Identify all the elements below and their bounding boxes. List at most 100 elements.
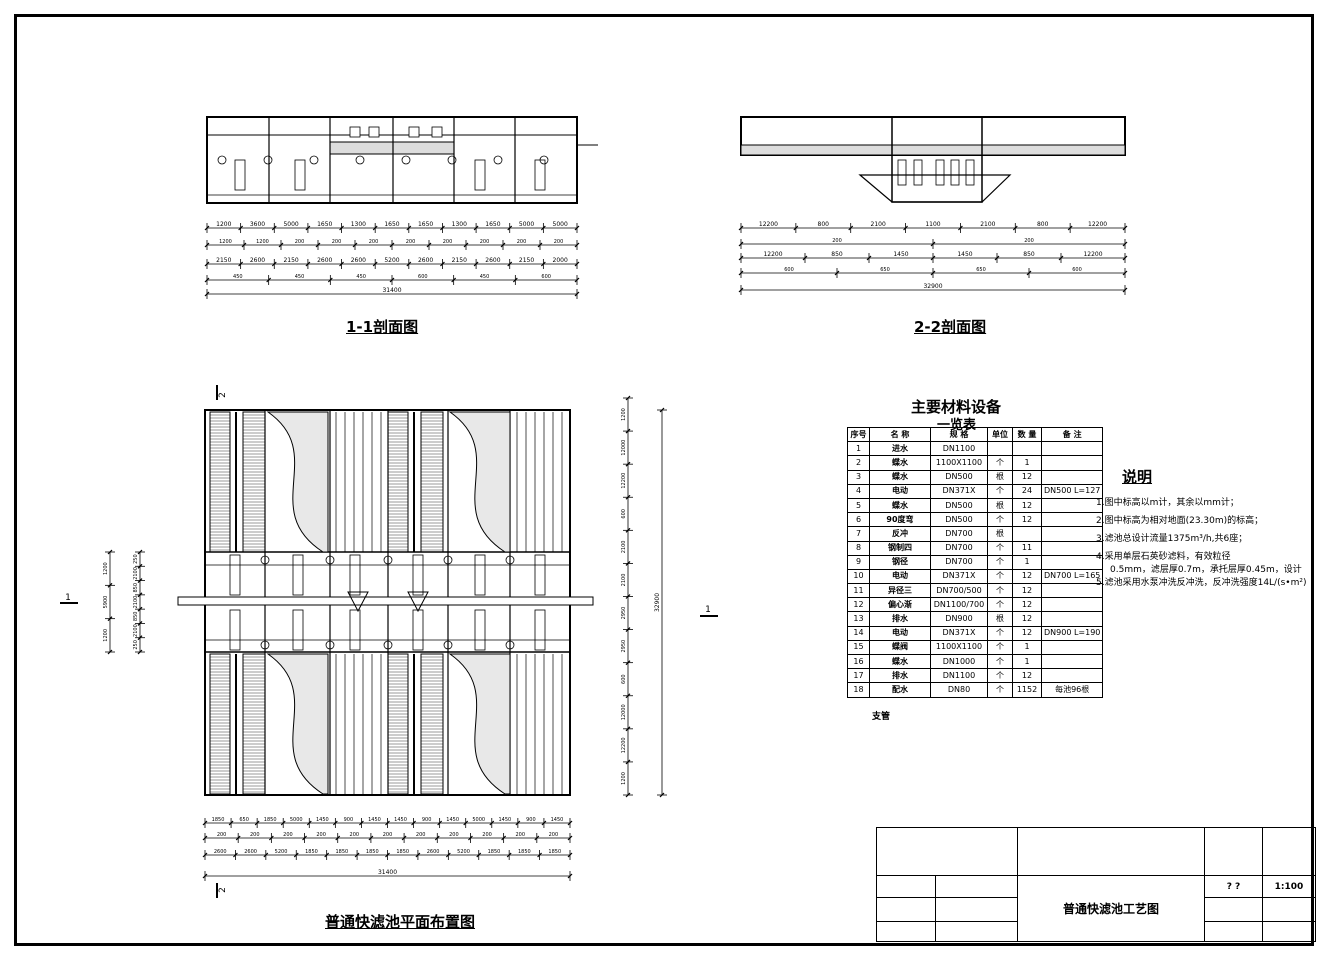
plan-right-dim-tick	[625, 395, 631, 401]
materials-cell: 根	[987, 469, 1013, 485]
s11-dim3-tick	[512, 277, 518, 283]
plan-dim2-tick	[537, 852, 543, 858]
section-1-1-outline	[206, 116, 578, 204]
underdrain-grating	[387, 411, 409, 553]
materials-cell: DN900 L=190	[1040, 625, 1104, 641]
valve-symbol	[431, 126, 443, 138]
pipe-symbol	[443, 555, 453, 565]
s11-dim1-label: 1300	[452, 221, 467, 228]
materials-cell: 1	[1012, 639, 1042, 656]
materials-cell: 1152	[1012, 682, 1042, 698]
s11-dim1-label: 1650	[317, 221, 332, 228]
s11-dim1b-tick	[500, 242, 506, 248]
plan-dim1-label: 1450	[551, 817, 564, 823]
materials-cell: 4	[847, 483, 870, 499]
s11-dim2-tick	[473, 261, 479, 267]
materials-cell	[987, 441, 1013, 457]
plan-dim1b-tick	[235, 835, 241, 841]
plan-dim1-tick	[280, 820, 286, 826]
underdrain-grating	[420, 411, 444, 553]
s11-dim3-tick	[327, 277, 333, 283]
branch-pipe	[229, 554, 241, 596]
plan-dim1-tick	[515, 820, 521, 826]
plan-dim2-tick	[232, 852, 238, 858]
materials-cell	[1012, 441, 1042, 457]
s11-dim1b-tick	[463, 242, 469, 248]
plan-right-dim-label: 12200	[621, 473, 627, 489]
pipe-symbol	[447, 155, 457, 165]
materials-cell: 12	[847, 597, 870, 613]
materials-cell: 蝶水	[869, 653, 931, 670]
section-2-2-title: 2-2剖面图	[914, 318, 987, 336]
valve-symbol	[408, 126, 420, 138]
s11-dim2-label: 2600	[250, 257, 265, 264]
plan-dim1-label: 1450	[368, 817, 381, 823]
s22-dim2-label: 12200	[763, 251, 782, 258]
drawing-border	[14, 14, 1314, 946]
materials-cell: 8	[847, 540, 870, 556]
plan-dim1b-label: 200	[250, 832, 260, 838]
branch-pipe	[292, 609, 304, 651]
materials-cell: 13	[847, 611, 870, 627]
cut-mark-label: 2	[218, 392, 228, 398]
s11-dim1-label: 1300	[351, 221, 366, 228]
branch-pipe	[412, 609, 424, 651]
s11-dim1-label: 1650	[384, 221, 399, 228]
s11-dim3-label: 600	[418, 274, 428, 280]
materials-cell: 个	[987, 512, 1013, 528]
s11-dim1-tick	[406, 225, 412, 231]
plan-left-dim2-label: 250	[133, 554, 139, 564]
s22-dim2-tick	[866, 255, 872, 261]
plan-dim1-label: 1850	[264, 817, 277, 823]
filter-media-panel	[266, 653, 329, 795]
plan-dim2-label: 1850	[305, 849, 318, 855]
plan-dim1-tick	[202, 820, 208, 826]
plan-dim1-tick	[463, 820, 469, 826]
s22-dim2-label: 1450	[957, 251, 972, 258]
s11-dim2-label: 5200	[384, 257, 399, 264]
underdrain-grating	[387, 653, 409, 795]
plan-left-dim-tick	[107, 616, 113, 622]
note-item: 2.图中标高为相对地面(23.30m)的标高；	[1096, 516, 1264, 526]
materials-cell	[1040, 540, 1104, 556]
materials-cell: 5	[847, 497, 870, 514]
s11-dim3-tick	[389, 277, 395, 283]
plan-left-dim2-tick	[137, 649, 143, 655]
s22-dim1b-tick	[738, 241, 744, 247]
s11-dim1-label: 1200	[216, 221, 231, 228]
plan-right-dim-tick	[625, 494, 631, 500]
plan-right-dim-label: 1200	[621, 408, 627, 421]
plan-dim1-tick	[254, 820, 260, 826]
plan-dim1-tick	[385, 820, 390, 826]
materials-cell: 3	[847, 469, 870, 485]
materials-cell: 个	[987, 554, 1013, 570]
s11-dim2-label: 2150	[283, 257, 298, 264]
s11-dim1-label: 5000	[519, 221, 534, 228]
s22-dim2-label: 850	[831, 251, 843, 258]
materials-header-cell: 数 量	[1012, 426, 1042, 443]
s22-dim3-label: 650	[880, 267, 890, 273]
materials-trailer: 支管	[872, 712, 891, 722]
materials-cell: DN500	[930, 497, 988, 514]
plan-dim2-label: 2600	[244, 849, 257, 855]
materials-cell: 排水	[869, 611, 931, 627]
s22-dim3-tick	[834, 270, 840, 276]
plan-right-dim-label: 2100	[621, 574, 627, 587]
s11-dim3-label: 450	[295, 274, 305, 280]
s22-dim1-label: 12200	[759, 221, 778, 228]
s11-dim1b-tick	[315, 242, 321, 248]
materials-cell: 反冲	[869, 526, 931, 542]
valve-symbol	[368, 126, 380, 138]
materials-cell: 6	[847, 512, 870, 528]
filter-media-panel	[448, 653, 511, 795]
